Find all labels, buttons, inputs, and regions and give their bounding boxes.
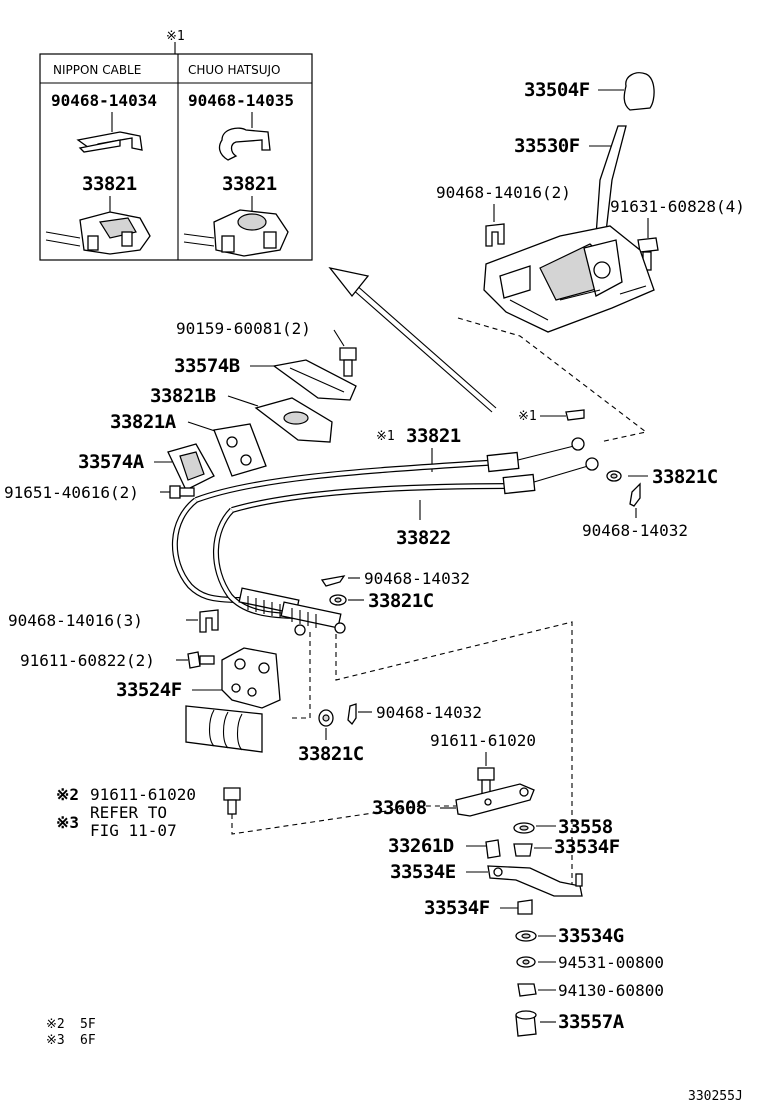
pin-33261D-icon [485, 839, 501, 859]
label-33530F: 33530F [514, 135, 580, 157]
cable-end-transmission-icon [238, 587, 346, 636]
inset-note-mark: ※1 [166, 29, 185, 44]
label-90468-14016-3: 90468-14016(3) [8, 611, 143, 630]
label-33821A: 33821A [110, 411, 177, 433]
bushing-33558-icon [513, 822, 535, 834]
washer-33534G-icon [515, 930, 537, 942]
label-33534F-a: 33534F [554, 836, 620, 858]
label-33557A: 33557A [558, 1011, 625, 1033]
cable-33821-icon [171, 437, 585, 603]
bolt-91611-60822-icon [187, 651, 215, 669]
label-91611-61020-b: 91611-61020 [90, 785, 196, 804]
label-33608: 33608 [372, 797, 427, 819]
transmission-housing-icon [185, 705, 263, 753]
clip-nippon-icon [76, 131, 143, 153]
label-33821C-b: 33821C [368, 590, 434, 612]
label-33821C-c: 33821C [298, 743, 364, 765]
cable-33822-icon [212, 457, 599, 619]
bolt-91611-61020-a-icon [477, 767, 495, 795]
cable-end-chuo-icon [183, 209, 289, 257]
plate-33574B-icon [272, 359, 357, 401]
label-94130-60800: 94130-60800 [558, 981, 664, 1000]
inset-header-chuo: CHUO HATSUJO [188, 63, 280, 77]
label-90468-14032-b: 90468-14032 [364, 569, 470, 588]
label-91611-60822-2: 91611-60822(2) [20, 651, 155, 670]
clip-small-icon [565, 409, 585, 421]
label-91631-60828-4: 91631-60828(4) [610, 197, 745, 216]
label-90468-14016-2: 90468-14016(2) [436, 183, 571, 202]
label-91611-61020-a: 91611-61020 [430, 731, 536, 750]
label-33558: 33558 [558, 816, 613, 838]
bolt-91651-icon [169, 485, 195, 499]
inset-cable-nippon: 33821 [82, 173, 137, 195]
clip-90468-14032-b-icon [320, 575, 346, 587]
label-33574A: 33574A [78, 451, 145, 473]
label-33821: 33821 [406, 425, 461, 447]
plate-33821A-icon [213, 423, 267, 477]
label-33504F: 33504F [524, 79, 590, 101]
inset-clip-chuo: 90468-14035 [188, 91, 294, 110]
label-33534G: 33534G [558, 925, 624, 947]
bolt-90159-icon [339, 347, 357, 377]
note3-mark: ※3 [56, 813, 79, 832]
footnote-text-1: 5F [80, 1017, 96, 1032]
label-33822: 33822 [396, 527, 451, 549]
inset-clip-nippon: 90468-14034 [51, 91, 157, 110]
label-90468-14032-c: 90468-14032 [376, 703, 482, 722]
nut-94130-icon [517, 983, 537, 997]
label-91651-40616-2: 91651-40616(2) [4, 483, 139, 502]
bushing-33534F-a-icon [513, 843, 533, 857]
figure-code: 330255J [688, 1089, 743, 1104]
shift-lever-assembly-icon [483, 125, 655, 333]
washer-33821C-a-icon [606, 470, 622, 482]
footnote-mark-2: ※3 [46, 1033, 65, 1048]
inset-table: ※1 NIPPON CABLE CHUO HATSUJO 90468-14034… [39, 29, 313, 261]
refer-line2: FIG 11-07 [90, 821, 177, 840]
note2-mark: ※2 [56, 785, 79, 804]
label-90159-60081-2: 90159-60081(2) [176, 319, 311, 338]
clip-chuo-icon [218, 127, 271, 161]
cable-end-nippon-icon [45, 211, 151, 255]
clip-90468-14032-c-icon [347, 703, 357, 726]
shift-knob-icon [623, 72, 655, 111]
bushing-33557A-icon [515, 1010, 537, 1037]
washer-94531-icon [516, 956, 536, 968]
note1-cable: ※1 [376, 429, 395, 444]
clip-90468-14016-icon [485, 223, 505, 247]
label-33261D: 33261D [388, 835, 454, 857]
seal-33574A-icon [167, 443, 215, 491]
plate-33821B-icon [254, 397, 333, 443]
label-33574B: 33574B [174, 355, 240, 377]
washer-33821C-c-icon [318, 709, 334, 727]
label-33524F: 33524F [116, 679, 182, 701]
label-33534F-b: 33534F [424, 897, 490, 919]
lever-33608-icon [455, 783, 535, 817]
label-33821C-a: 33821C [652, 466, 718, 488]
footnote-text-2: 6F [80, 1033, 96, 1048]
refer-line1: REFER TO [90, 803, 167, 822]
footnote-mark-1: ※2 [46, 1017, 65, 1032]
clip-90468-14016-b-icon [199, 609, 219, 633]
note1-small: ※1 [518, 409, 537, 424]
label-33534E: 33534E [390, 861, 456, 883]
inset-cable-chuo: 33821 [222, 173, 277, 195]
label-94531-00800: 94531-00800 [558, 953, 664, 972]
bushing-33534F-b-icon [517, 899, 533, 915]
inset-header-nippon: NIPPON CABLE [53, 63, 141, 77]
clip-90468-14032-a-icon [629, 482, 641, 507]
lever-33534E-icon [487, 865, 583, 897]
washer-33821C-b-icon [329, 594, 347, 606]
bracket-33524F-icon [221, 647, 281, 709]
label-33821B: 33821B [150, 385, 216, 407]
label-90468-14032-a: 90468-14032 [582, 521, 688, 540]
bolt-91611-61020-b-icon [223, 787, 241, 815]
arrow-to-inset [328, 266, 497, 413]
